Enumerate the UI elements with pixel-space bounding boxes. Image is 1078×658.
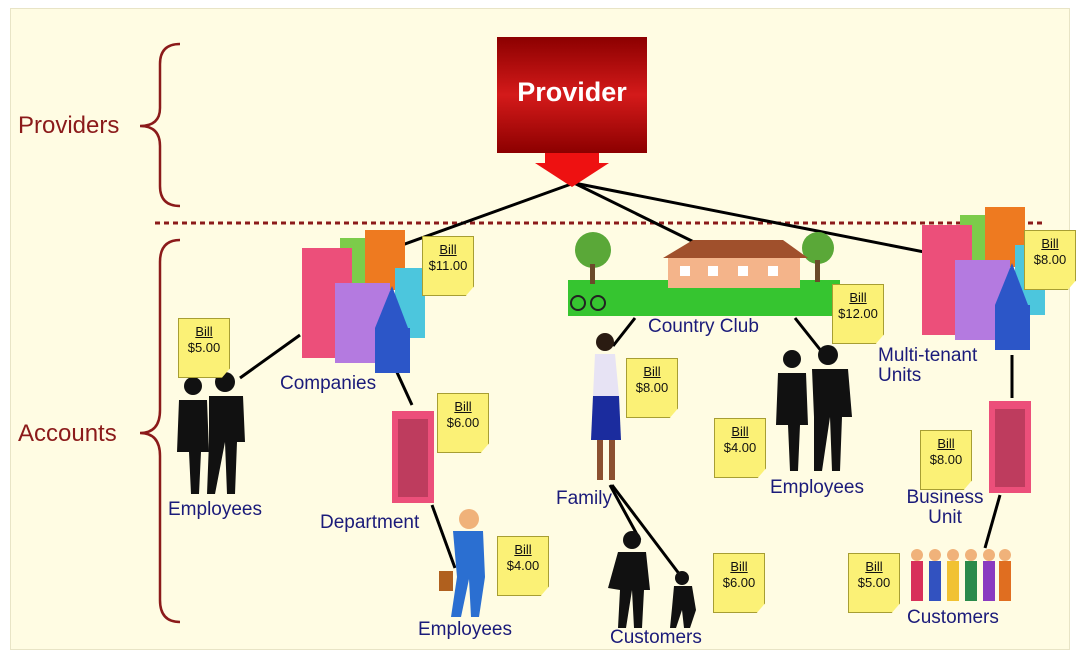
providers-brace [139, 42, 181, 208]
bill-title: Bill [730, 559, 748, 574]
bill-note-country-club: Bill $12.00 [832, 284, 884, 344]
bill-title: Bill [849, 290, 867, 305]
bill-title: Bill [195, 324, 213, 339]
bill-title: Bill [439, 242, 457, 257]
department-label: Department [320, 512, 420, 533]
family-person-icon [591, 333, 621, 480]
bill-title: Bill [731, 424, 749, 439]
bill-note-employees-companies: Bill $5.00 [178, 318, 230, 378]
line-family-customers-2 [610, 484, 682, 576]
bill-amount: $6.00 [722, 575, 756, 590]
country-club-label: Country Club [648, 316, 759, 337]
bill-note-companies: Bill $11.00 [422, 236, 474, 296]
employees-companies-people-icon [177, 372, 245, 494]
bill-title: Bill [1041, 236, 1059, 251]
customers-family-label: Customers [610, 627, 702, 648]
customers-family-people-icon [608, 531, 696, 628]
bill-amount: $6.00 [446, 415, 480, 430]
line-department-employees [430, 504, 457, 569]
bill-amount: $4.00 [723, 440, 757, 455]
employees-club-label: Employees [770, 477, 864, 498]
bill-title: Bill [454, 399, 472, 414]
bill-amount: $11.00 [428, 258, 468, 273]
bill-note-customers-family: Bill $6.00 [713, 553, 765, 613]
employees-department-label: Employees [418, 619, 512, 640]
department-building-icon [392, 411, 434, 503]
line-companies-employees [239, 333, 301, 380]
line-companies-department [393, 367, 414, 406]
bill-note-customers-business: Bill $5.00 [848, 553, 900, 613]
bill-note-employees-department: Bill $4.00 [497, 536, 549, 596]
provider-node: Provider [497, 37, 647, 187]
bill-note-family: Bill $8.00 [626, 358, 678, 418]
bill-amount: $8.00 [929, 452, 963, 467]
bill-amount: $12.00 [838, 306, 878, 321]
business-unit-building-icon [989, 401, 1031, 493]
employees-companies-label: Employees [168, 499, 262, 520]
customers-business-label: Customers [907, 607, 999, 628]
companies-label: Companies [280, 373, 377, 394]
bill-amount: $5.00 [187, 340, 221, 355]
bill-title: Bill [937, 436, 955, 451]
business-unit-label: Business Unit [906, 487, 984, 528]
line-provider-multitenant [573, 181, 976, 264]
country-club-icon [568, 232, 840, 316]
bill-title: Bill [643, 364, 661, 379]
bill-note-employees-club: Bill $4.00 [714, 418, 766, 478]
employees-club-people-icon [776, 345, 852, 471]
line-business-customers [983, 494, 1002, 549]
customers-business-crowd-icon [911, 549, 1011, 601]
bill-amount: $8.00 [1033, 252, 1067, 267]
bill-title: Bill [514, 542, 532, 557]
bill-amount: $4.00 [506, 558, 540, 573]
family-label: Family [556, 488, 612, 509]
line-club-family [611, 317, 637, 347]
employees-department-person-icon [439, 509, 485, 617]
bill-title: Bill [865, 559, 883, 574]
bill-note-department: Bill $6.00 [437, 393, 489, 453]
provider-arrow-icon [497, 37, 647, 187]
bill-amount: $5.00 [857, 575, 891, 590]
bill-note-multi-tenant: Bill $8.00 [1024, 230, 1076, 290]
providers-group-label: Providers [18, 112, 120, 139]
provider-label: Provider [517, 77, 627, 107]
multi-tenant-label: Multi-tenant Units [878, 345, 978, 386]
companies-buildings-icon [302, 230, 425, 373]
line-family-customers [608, 484, 642, 541]
line-club-employees [793, 317, 824, 353]
bill-note-business-unit: Bill $8.00 [920, 430, 972, 490]
accounts-brace [139, 238, 181, 624]
bill-amount: $8.00 [635, 380, 669, 395]
accounts-group-label: Accounts [18, 420, 117, 447]
line-provider-club [573, 181, 701, 247]
